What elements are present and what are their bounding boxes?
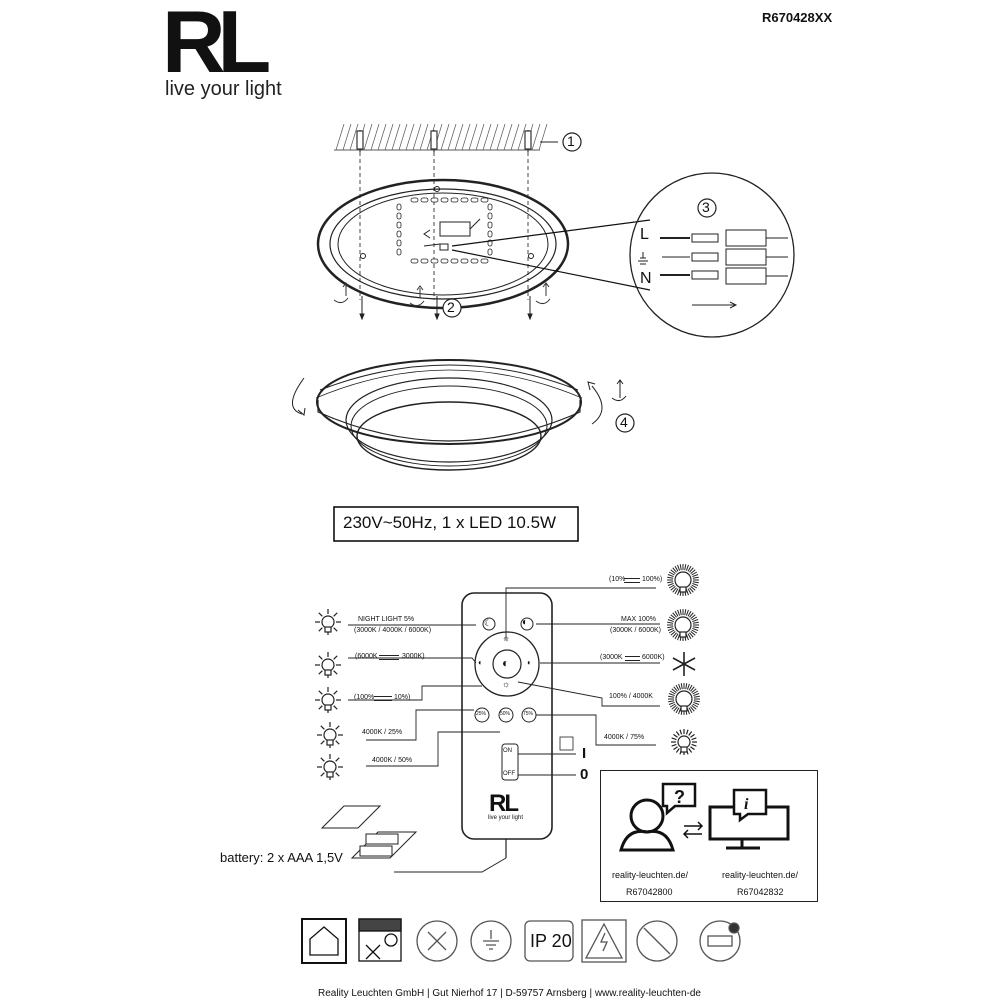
indoor-use-icon (301, 918, 347, 964)
remote-body (394, 592, 574, 873)
night-light-label: NIGHT LIGHT 5% (358, 616, 415, 623)
led-strips (396, 197, 493, 264)
preset-50-button[interactable]: 50% (500, 711, 511, 717)
mounted-luminaire (292, 359, 627, 471)
preset-25-button[interactable]: 25% (476, 711, 487, 717)
rotate-arrows (333, 282, 551, 307)
no-bulb-replace-icon (636, 920, 678, 962)
max-cct-label: (3000K / 6000K) (610, 627, 661, 634)
bulb-icon (667, 609, 699, 641)
led-driver (423, 218, 481, 251)
snowflake-icon (672, 652, 696, 676)
ip-rating-text: IP 20 (530, 931, 572, 951)
not-for-recessed-icon (358, 918, 402, 962)
brightness-down-button[interactable]: ☼ (502, 679, 511, 689)
battery-label: battery: 2 x AAA 1,5V (220, 850, 343, 865)
dim-up-label: (10% (609, 576, 626, 583)
arrow-icon (625, 656, 640, 661)
preset-100-label: 100% / 4000K (609, 693, 653, 700)
brand-logo: RL (162, 0, 271, 91)
preset-75-button[interactable]: 75% (523, 711, 534, 717)
base-plate (316, 178, 570, 310)
info-left-code: R67042800 (626, 887, 673, 897)
on-button[interactable]: ON (503, 748, 512, 754)
wire-l-label: L (640, 226, 649, 243)
bulb-icon (668, 683, 700, 715)
cct-button[interactable]: ◐ (502, 656, 510, 670)
bulb-icon (671, 729, 697, 755)
bulb-icon (317, 754, 343, 780)
info-right-url[interactable]: reality-leuchten.de/ (722, 870, 799, 880)
bulb-icon (315, 652, 341, 678)
dim-up-end-label: 100%) (642, 576, 663, 583)
remote-logo: RL (489, 790, 519, 817)
info-right-code: R67042832 (737, 887, 784, 897)
on-symbol: I (582, 745, 587, 762)
bulb-icon (315, 609, 341, 635)
cct-up-end-label: 6000K) (642, 654, 665, 661)
preset-75-label: 4000K / 75% (604, 734, 645, 741)
electric-hazard-icon (581, 919, 627, 963)
mounting-guide-lines (359, 152, 529, 300)
ceiling-anchors (356, 130, 532, 152)
arrow-icon (374, 696, 392, 701)
arrow-icon (379, 655, 399, 660)
max-label: MAX 100% (621, 616, 657, 623)
cct-warm-button[interactable]: ◐ (478, 658, 483, 667)
no-insulation-cover-icon (416, 920, 458, 962)
wire-n-label: N (640, 270, 652, 287)
protection-class-icon (470, 920, 512, 962)
recycling-icon (699, 920, 741, 962)
remote-tagline: live your light (488, 815, 524, 821)
cct-down-end-label: 3000K) (402, 653, 425, 660)
moon-button[interactable]: ☾ (484, 618, 493, 628)
brightness-up-button[interactable]: ☼ (502, 633, 511, 643)
wiring-detail (629, 172, 795, 338)
step-4-label: 4 (620, 414, 628, 430)
off-symbol: 0 (580, 766, 589, 783)
cct-cold-button[interactable]: ◐ (527, 658, 532, 667)
arrow-icon (624, 578, 640, 583)
step-2-label: 2 (447, 299, 455, 315)
info-left-url[interactable]: reality-leuchten.de/ (612, 870, 689, 880)
bulb-icon (317, 722, 343, 748)
article-number: R670428XX (762, 10, 833, 25)
info-box (600, 770, 818, 902)
step-3-label: 3 (702, 199, 710, 215)
dim-down-label: (100% (354, 694, 375, 701)
cct-up-label: (3000K (600, 654, 623, 661)
ceiling-hatch (334, 123, 548, 151)
bulb-icon (315, 687, 341, 713)
spec-text: 230V~50Hz, 1 x LED 10.5W (343, 513, 557, 532)
brand-tagline: live your light (165, 78, 282, 100)
off-button[interactable]: OFF (503, 771, 515, 777)
dim-down-end-label: 10%) (394, 694, 411, 701)
cct-down-label: (6000K (355, 653, 378, 660)
night-light-cct-label: (3000K / 4000K / 6000K) (354, 627, 432, 634)
max-button[interactable]: ◐ (522, 617, 529, 628)
preset-50-label: 4000K / 50% (372, 757, 413, 764)
screw-fasteners (359, 296, 533, 321)
bulb-icon (667, 564, 699, 596)
footer-address: Reality Leuchten GmbH | Gut Nierhof 17 |… (318, 988, 701, 999)
preset-25-label: 4000K / 25% (362, 729, 403, 736)
step-1-label: 1 (567, 133, 575, 149)
